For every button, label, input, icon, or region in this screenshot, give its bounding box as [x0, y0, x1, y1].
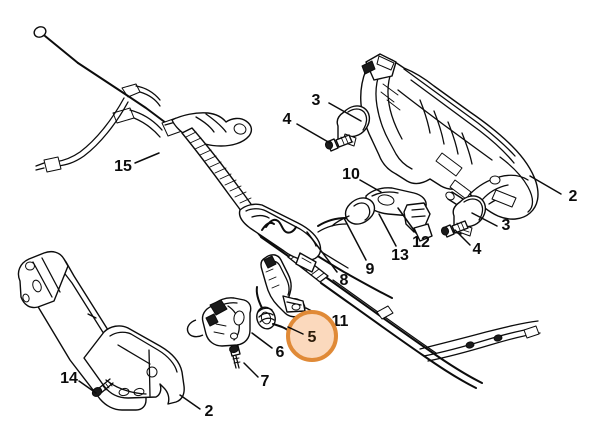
callout-5: 5	[307, 329, 317, 346]
callout-13: 13	[391, 247, 409, 264]
callout-2-right: 2	[568, 188, 578, 205]
highlight-circle-part-5[interactable]	[286, 310, 338, 362]
callout-14: 14	[60, 370, 78, 387]
leader-3-bottom	[471, 212, 498, 227]
callout-3-top: 3	[311, 92, 321, 109]
part-handle-housing-lower-half	[17, 250, 185, 411]
callout-15: 15	[114, 158, 132, 175]
part-throttle-trigger	[260, 254, 306, 318]
leader-7	[243, 362, 259, 378]
leader-lines	[78, 102, 562, 410]
leader-8	[306, 231, 338, 273]
leader-2-bottom	[179, 394, 201, 410]
callout-9: 9	[365, 261, 375, 278]
part-screw-trigger	[229, 344, 241, 369]
leader-6	[251, 332, 273, 349]
callout-10: 10	[342, 166, 360, 183]
leader-10	[359, 179, 382, 193]
leader-12	[397, 207, 417, 234]
callout-2-bottom: 2	[204, 403, 214, 420]
callout-3-bottom: 3	[501, 217, 511, 234]
part-throttle-cable-retainer	[365, 187, 433, 242]
leader-15	[134, 152, 160, 164]
callout-6: 6	[275, 344, 285, 361]
part-handle-housing-upper-half	[360, 53, 539, 220]
leader-13	[378, 213, 397, 247]
callout-4-top: 4	[282, 111, 292, 128]
callout-12: 12	[412, 234, 430, 251]
leader-4-bottom	[454, 229, 471, 246]
part-trigger-interlock-lever	[186, 297, 252, 347]
leader-4-top	[296, 123, 331, 144]
leader-3-top	[328, 102, 362, 122]
leader-14	[78, 380, 97, 394]
callout-8: 8	[339, 272, 349, 289]
leader-9	[343, 217, 367, 261]
callout-7: 7	[260, 373, 270, 390]
part-stop-switch-lever	[331, 197, 376, 227]
callout-4-bottom: 4	[472, 241, 482, 258]
part-screw-housing	[91, 378, 114, 397]
leader-2-right	[529, 175, 562, 195]
